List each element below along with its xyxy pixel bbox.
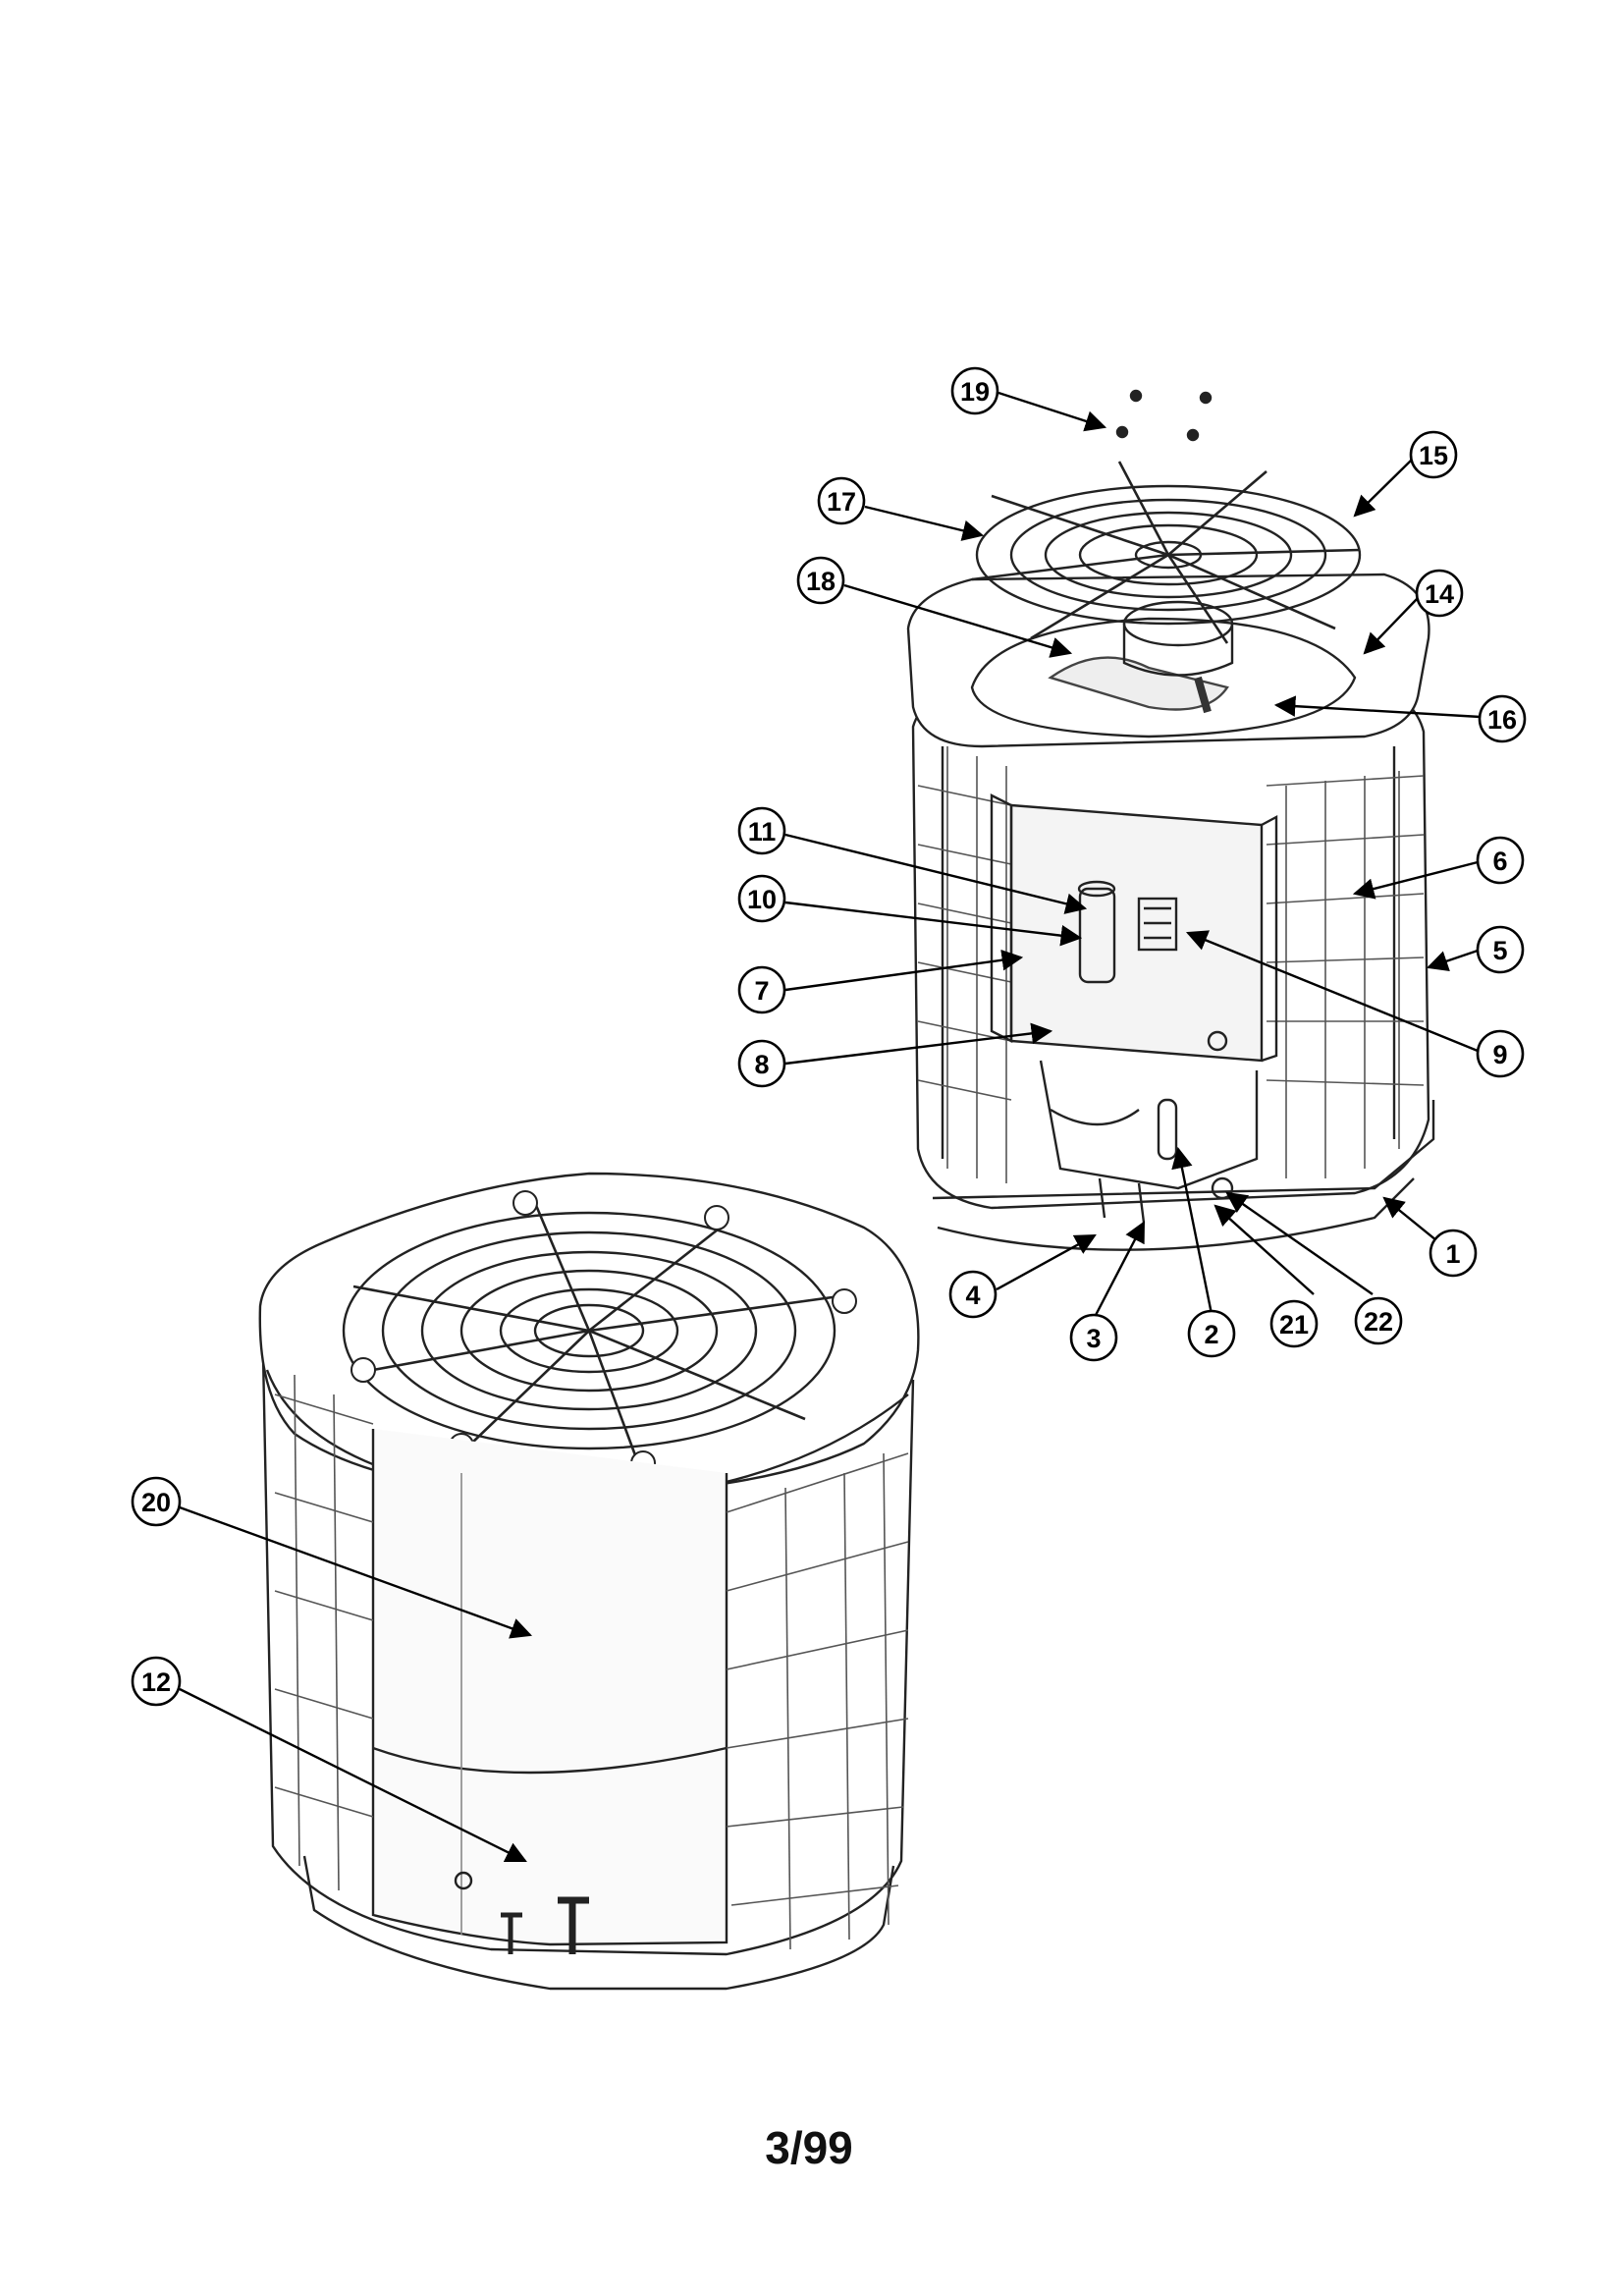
svg-text:2: 2 <box>1204 1320 1218 1349</box>
callout-14: 14 <box>1415 569 1464 618</box>
callout-6: 6 <box>1476 836 1525 885</box>
svg-text:14: 14 <box>1425 579 1454 609</box>
callout-7: 7 <box>737 965 786 1014</box>
svg-text:17: 17 <box>827 487 856 517</box>
svg-text:3: 3 <box>1086 1324 1101 1353</box>
callout-10: 10 <box>737 874 786 923</box>
callout-3: 3 <box>1069 1313 1118 1362</box>
callout-18: 18 <box>796 556 845 605</box>
svg-text:9: 9 <box>1492 1040 1507 1069</box>
svg-text:16: 16 <box>1487 705 1517 735</box>
callout-16: 16 <box>1478 694 1527 743</box>
callout-5: 5 <box>1476 925 1525 974</box>
exploded-unit <box>906 389 1435 1251</box>
svg-text:1: 1 <box>1445 1239 1460 1269</box>
leader-lines <box>179 391 1482 1863</box>
svg-text:4: 4 <box>965 1281 980 1310</box>
svg-text:5: 5 <box>1492 936 1507 965</box>
assembled-unit <box>258 1172 920 1991</box>
callout-2: 2 <box>1187 1309 1236 1358</box>
callout-11: 11 <box>737 806 786 855</box>
svg-text:12: 12 <box>141 1667 171 1697</box>
svg-text:20: 20 <box>141 1488 171 1517</box>
footer-code: 3/99 <box>765 2122 853 2173</box>
callout-19: 19 <box>950 366 999 415</box>
svg-text:11: 11 <box>748 817 777 847</box>
svg-text:10: 10 <box>747 885 777 914</box>
callout-8: 8 <box>737 1039 786 1088</box>
svg-text:7: 7 <box>754 976 769 1006</box>
svg-text:8: 8 <box>754 1050 769 1079</box>
callouts: 19 15 17 18 14 16 11 6 10 5 7 9 8 1 4 <box>131 366 1527 1707</box>
svg-text:6: 6 <box>1492 847 1507 876</box>
svg-text:15: 15 <box>1419 441 1448 470</box>
callout-21: 21 <box>1269 1299 1319 1348</box>
svg-text:18: 18 <box>806 567 836 596</box>
callout-12: 12 <box>131 1656 182 1707</box>
callout-17: 17 <box>817 476 866 525</box>
svg-text:19: 19 <box>960 377 990 407</box>
callout-22: 22 <box>1354 1296 1403 1345</box>
callout-4: 4 <box>948 1270 998 1319</box>
callout-9: 9 <box>1476 1029 1525 1078</box>
svg-text:22: 22 <box>1364 1307 1393 1337</box>
callout-15: 15 <box>1409 430 1458 479</box>
callout-1: 1 <box>1429 1229 1478 1278</box>
svg-text:21: 21 <box>1279 1310 1309 1339</box>
callout-20: 20 <box>131 1476 182 1527</box>
